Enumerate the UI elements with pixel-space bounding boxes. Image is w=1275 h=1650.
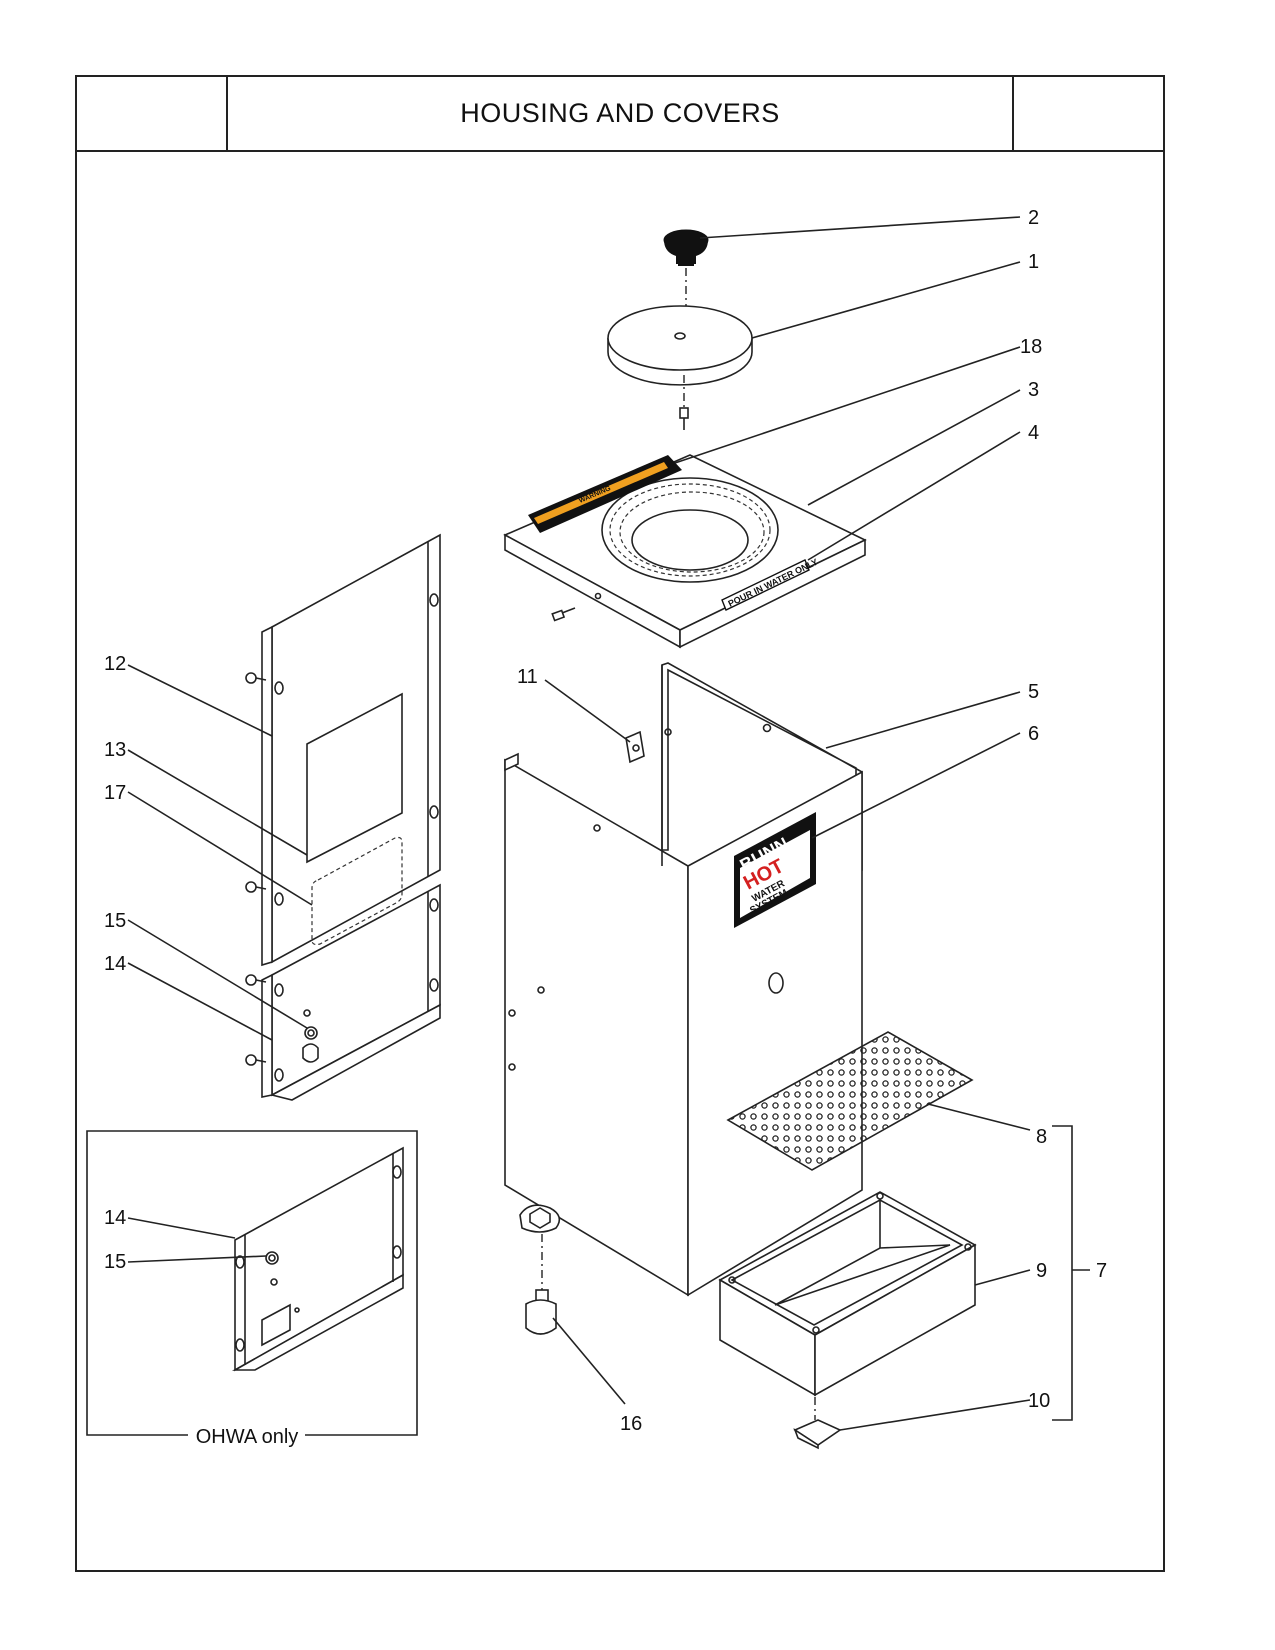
tray-foot-part [793,1419,842,1450]
lid-part [607,305,753,386]
title-block: HOUSING AND COVERS [77,77,1163,152]
inset-callout-14: 14 [104,1207,126,1229]
callout-16: 16 [620,1413,642,1435]
callout-numbers: 2 1 18 3 4 5 6 11 12 13 17 15 14 14 15 8… [104,207,1107,1435]
callout-7: 7 [1096,1260,1107,1282]
callout-3: 3 [1028,379,1039,401]
callout-6: 6 [1028,723,1039,745]
lower-panel-screws [245,974,267,1066]
callout-4: 4 [1028,422,1039,444]
upper-panel-screws [245,672,267,893]
top-cover-part: WARNING POUR IN WATER ONLY [503,454,867,649]
upper-access-panel [261,533,441,967]
callout-9: 9 [1036,1260,1047,1282]
callout-17: 17 [104,782,126,804]
callout-14: 14 [104,953,126,975]
clip-part [625,730,645,764]
warning-label: WARNING [528,455,682,533]
callout-10: 10 [1028,1390,1050,1412]
callout-5: 5 [1028,681,1039,703]
leader-lines [127,216,1090,1431]
leg-part [525,1289,557,1335]
inset-caption: OHWA only [196,1426,299,1448]
lower-access-panel [261,883,441,1101]
callout-1: 1 [1028,251,1039,273]
callout-18: 18 [1020,336,1042,358]
drip-grid-part [726,1031,974,1171]
callout-15: 15 [104,910,126,932]
callout-8: 8 [1036,1126,1047,1148]
inset-callout-15: 15 [104,1251,126,1273]
callout-13: 13 [104,739,126,761]
title-block-left-cell [77,77,228,150]
callout-11: 11 [517,666,538,688]
drip-tray-part [718,1191,977,1397]
callout-2: 2 [1028,207,1039,229]
lid-screw [679,407,689,430]
title-block-right-cell [1012,77,1163,150]
housing-part: BUNN HOT WATER SYSTEM [504,662,863,1297]
diagram-frame: HOUSING AND COVERS [75,75,1165,1572]
leg-nut [519,1204,561,1233]
knob-part [663,229,709,266]
ohwa-inset: OHWA only [86,1130,418,1448]
page-title: HOUSING AND COVERS [460,98,780,128]
top-cover-screw [551,607,576,622]
callout-12: 12 [104,653,126,675]
